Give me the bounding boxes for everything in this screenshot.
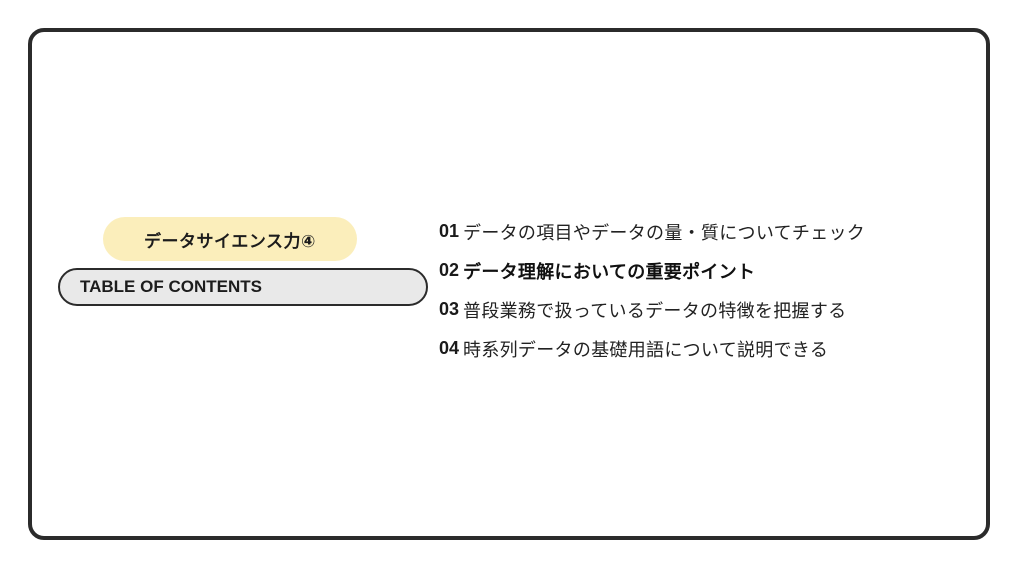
- toc-item-text: データの項目やデータの量・質についてチェック: [463, 222, 866, 244]
- toc-item-number: 04: [439, 338, 460, 358]
- toc-item-number: 03: [439, 299, 460, 319]
- toc-item-02[interactable]: 02 データ理解においての重要ポイント: [439, 251, 865, 290]
- toc-item-number: 02: [439, 260, 460, 280]
- toc-item-04[interactable]: 04 時系列データの基礎用語について説明できる: [439, 329, 865, 368]
- toc-item-text: 普段業務で扱っているデータの特徴を把握する: [463, 300, 847, 322]
- toc-item-text: データ理解においての重要ポイント: [463, 261, 756, 283]
- toc-item-01[interactable]: 01 データの項目やデータの量・質についてチェック: [439, 212, 865, 251]
- table-of-contents-label: TABLE OF CONTENTS: [58, 268, 428, 306]
- toc-list: 01 データの項目やデータの量・質についてチェック 02 データ理解においての重…: [439, 212, 865, 368]
- category-badge: データサイエンス力④: [103, 217, 357, 261]
- toc-item-03[interactable]: 03 普段業務で扱っているデータの特徴を把握する: [439, 290, 865, 329]
- toc-item-number: 01: [439, 221, 460, 241]
- toc-item-text: 時系列データの基礎用語について説明できる: [463, 339, 829, 361]
